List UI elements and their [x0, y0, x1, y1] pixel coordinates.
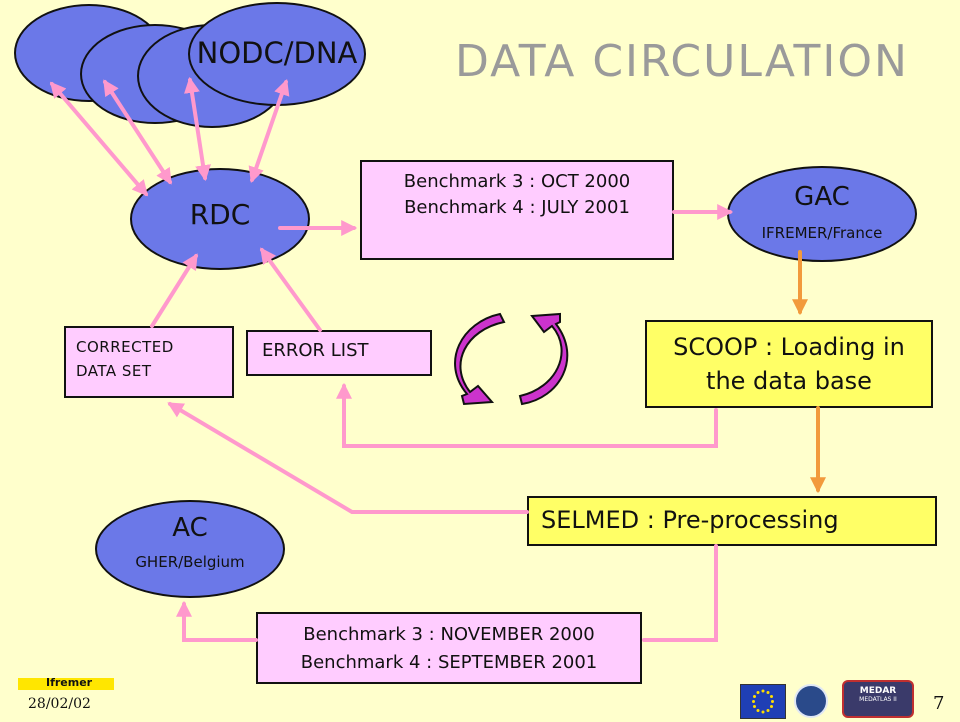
eu-stars [752, 689, 774, 714]
rdc-label: RDC [189, 198, 251, 231]
selmed-label: SELMED : Pre-processing [541, 506, 839, 534]
gac-ellipse [727, 166, 917, 262]
gac-label: GAC [794, 182, 850, 212]
ifremer-logo-text: Ifremer [46, 676, 93, 689]
benchmark-bottom-box: Benchmark 3 : NOVEMBER 2000 Benchmark 4 … [256, 612, 642, 684]
error-list-box: ERROR LIST [246, 330, 432, 376]
arrow-selmed-corrected [167, 402, 529, 514]
selmed-box: SELMED : Pre-processing [527, 496, 937, 546]
ac-label: AC [172, 513, 208, 543]
line-selmed-benchmark-bottom [642, 544, 718, 642]
corrected-line-2: DATA SET [76, 362, 152, 380]
scoop-box: SCOOP : Loading in the data base [645, 320, 933, 408]
medar-logo-icon: MEDAR MEDATLAS II [842, 680, 914, 718]
benchmark-bottom-line-2: Benchmark 4 : SEPTEMBER 2001 [300, 652, 598, 673]
corrected-line-1: CORRECTED [76, 338, 174, 356]
scoop-line-1: SCOOP : Loading in [673, 333, 905, 361]
medar-subtitle: MEDATLAS II [859, 696, 897, 703]
page-title: DATA CIRCULATION [455, 36, 909, 87]
scoop-line-2: the data base [706, 367, 872, 395]
benchmark-top-box: Benchmark 3 : OCT 2000 Benchmark 4 : JUL… [360, 160, 674, 260]
error-list-label: ERROR LIST [262, 340, 369, 361]
benchmark-top-line-2: Benchmark 4 : JULY 2001 [404, 197, 630, 218]
footer-date: 28/02/02 [28, 696, 91, 712]
page-number: 7 [933, 693, 945, 714]
corrected-data-set-box: CORRECTED DATA SET [64, 326, 234, 398]
nodc-label: NODC/DNA [196, 36, 358, 70]
benchmark-bottom-line-1: Benchmark 3 : NOVEMBER 2000 [303, 624, 595, 645]
cycle-arrows-icon [454, 312, 569, 406]
ifremer-logo-bar [18, 678, 114, 690]
benchmark-top-line-1: Benchmark 3 : OCT 2000 [403, 171, 631, 192]
ac-sublabel: GHER/Belgium [135, 553, 245, 571]
arrow-benchmark-bottom-ac [176, 600, 258, 642]
medar-title: MEDAR [859, 686, 897, 696]
gac-sublabel: IFREMER/France [761, 224, 883, 242]
arrow-errorlist-rdc [260, 247, 322, 332]
institution-logo-icon [794, 684, 828, 718]
eu-flag-icon [740, 684, 786, 719]
